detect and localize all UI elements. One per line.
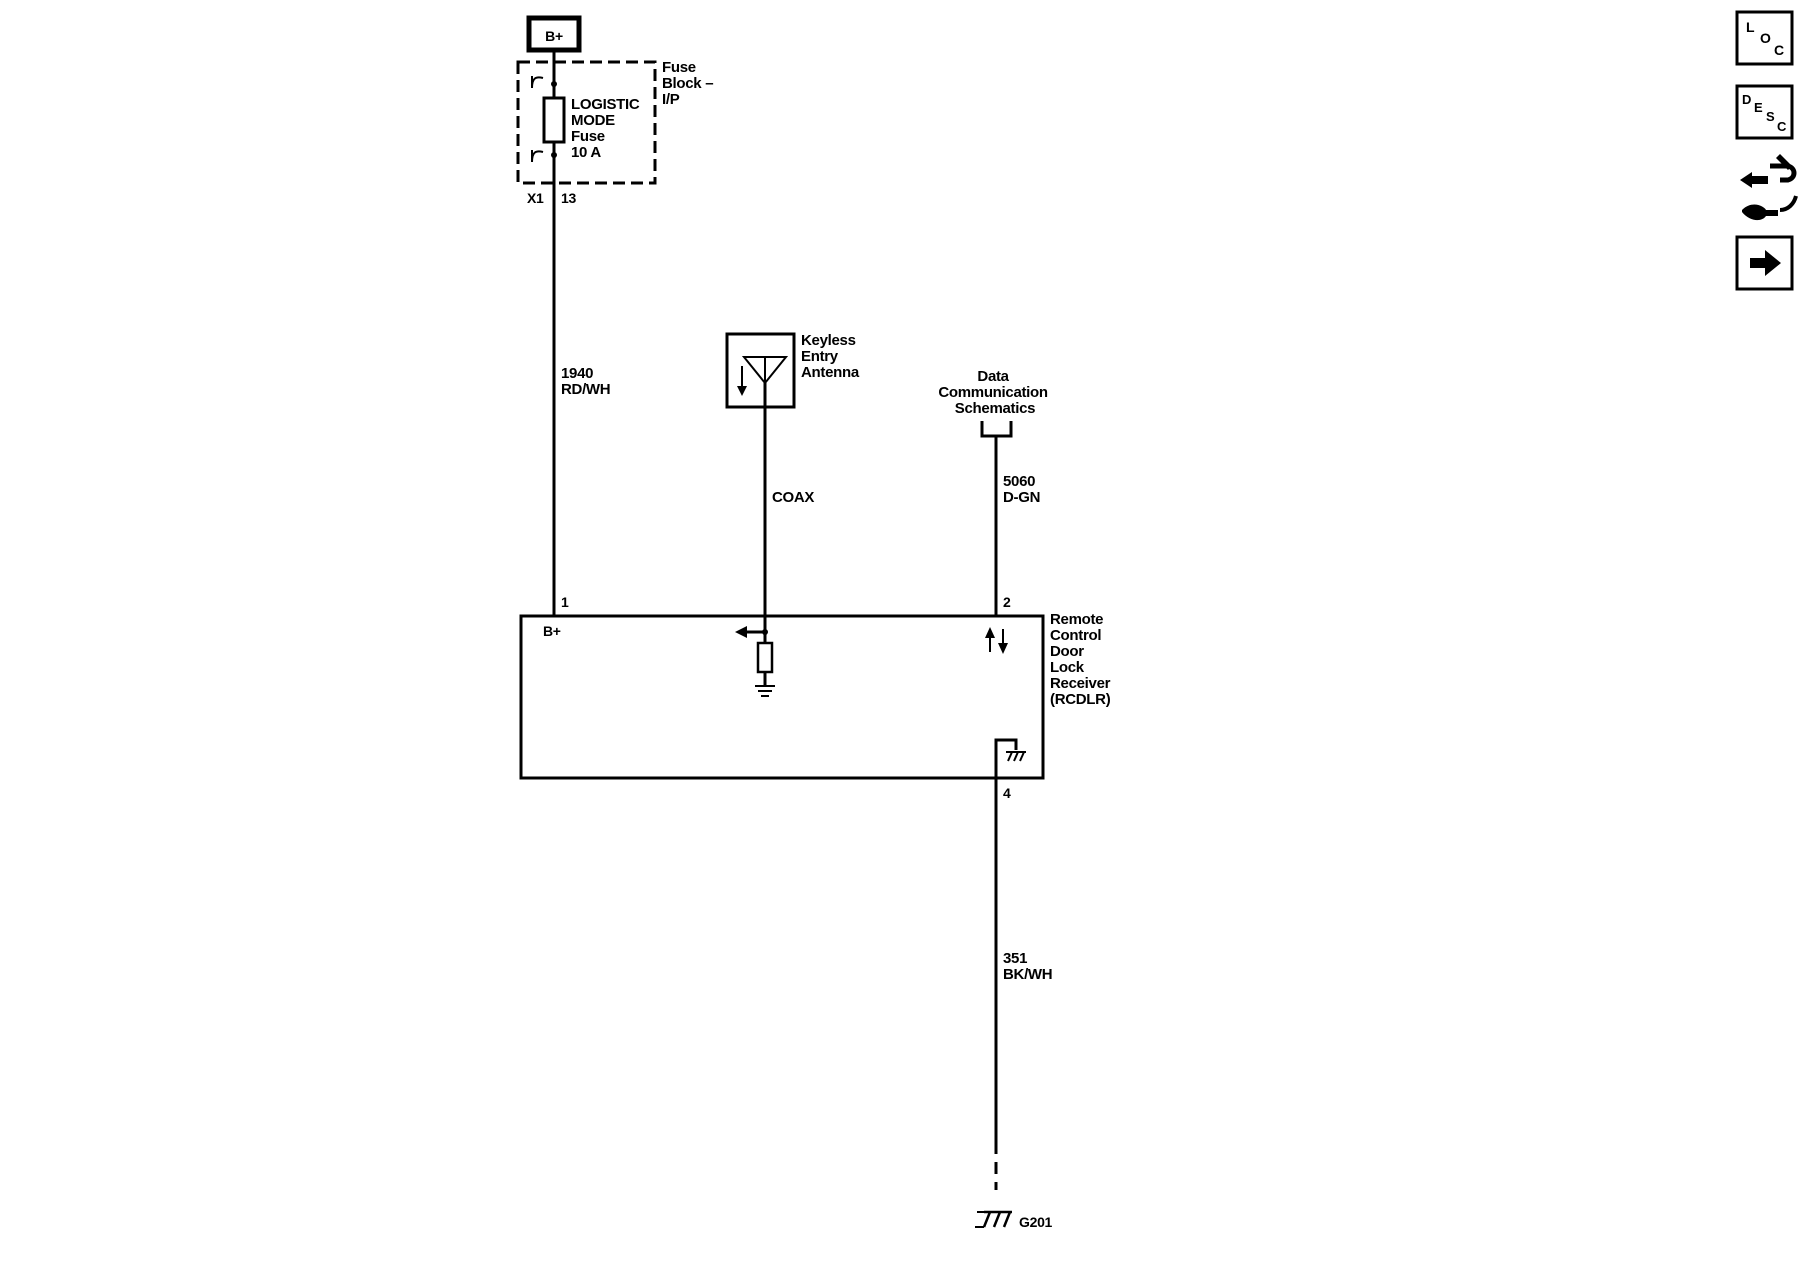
antenna-label: Keyless Entry Antenna xyxy=(801,332,860,381)
internal-ground-icon xyxy=(994,738,1026,778)
coax-wire: COAX xyxy=(763,383,815,632)
pin-4-label: 4 xyxy=(1003,785,1011,801)
svg-text:C: C xyxy=(1777,119,1787,134)
data-link-label: Data Communication Schematics xyxy=(938,368,1051,417)
fuse-label: LOGISTIC MODE Fuse 10 A xyxy=(571,96,643,161)
description-button[interactable]: D E S C xyxy=(1735,84,1794,140)
keyless-entry-antenna: Keyless Entry Antenna xyxy=(725,332,860,409)
data-wire-label: 5060 D-GN xyxy=(1003,473,1040,506)
location-button[interactable]: L O C xyxy=(1735,10,1794,66)
connector-tools-icon[interactable] xyxy=(1740,154,1798,221)
svg-text:L: L xyxy=(1746,19,1755,35)
power-source-label: B+ xyxy=(545,28,563,44)
svg-text:D: D xyxy=(1742,92,1751,107)
svg-text:S: S xyxy=(1766,109,1775,124)
ground-wire-label: 351 BK/WH xyxy=(1003,950,1052,983)
pin-1-label: 1 xyxy=(561,594,569,610)
rcdlr-module: 1 2 B+ xyxy=(519,594,1114,801)
power-terminal-label: B+ xyxy=(543,623,561,639)
svg-text:E: E xyxy=(1754,100,1763,115)
data-bidirectional-icon xyxy=(985,627,1008,654)
fuse-pin-label: 13 xyxy=(561,190,576,206)
power-wire-label: 1940 RD/WH xyxy=(561,365,610,398)
ground-point-label: G201 xyxy=(1019,1214,1053,1230)
data-wire: 5060 D-GN xyxy=(994,436,1040,616)
logistic-mode-fuse xyxy=(542,96,566,144)
svg-text:C: C xyxy=(1774,42,1784,58)
fuse-connector-label: X1 xyxy=(527,190,544,206)
arrow-right-icon xyxy=(1750,250,1781,276)
coax-wire-label: COAX xyxy=(772,489,814,506)
fuse-block-label: Fuse Block – I/P xyxy=(662,59,717,108)
ground-wire: 351 BK/WH xyxy=(994,778,1053,1190)
power-source: B+ xyxy=(526,15,582,53)
next-page-button[interactable] xyxy=(1735,235,1794,291)
power-wire: 1940 RD/WH xyxy=(552,50,611,616)
antenna-input-symbol xyxy=(735,626,775,697)
svg-text:O: O xyxy=(1760,30,1771,46)
ground-point-g201: G201 xyxy=(975,1210,1053,1230)
data-communication-link: Data Communication Schematics xyxy=(938,368,1051,438)
module-label: Remote Control Door Lock Receiver (RCDLR… xyxy=(1050,611,1114,708)
fuse-block: Fuse Block – I/P LOGISTIC MODE Fuse 10 A… xyxy=(516,59,717,206)
pin-2-label: 2 xyxy=(1003,594,1011,610)
